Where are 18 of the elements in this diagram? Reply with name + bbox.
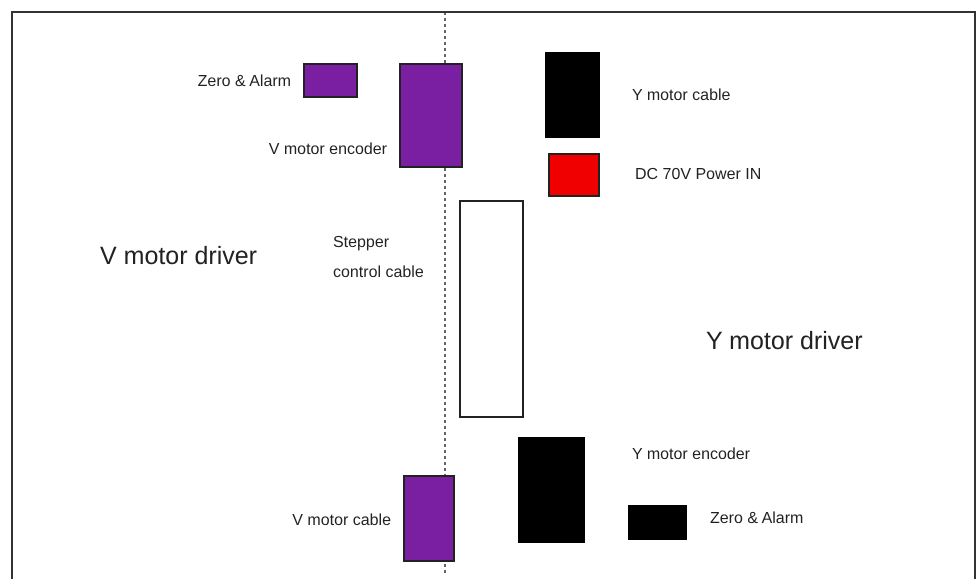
connector-label: Zero & Alarm [710,509,804,529]
driver-section-label: Y motor driver [706,327,863,356]
connector-block [518,437,585,543]
connector-label: V motor cable [292,511,391,531]
connector-label: Zero & Alarm [198,72,291,92]
connector-label: Stepper control cable [333,233,425,283]
connector-label: Y motor cable [632,86,730,106]
connector-block [545,52,600,138]
connector-label: DC 70V Power IN [635,165,762,185]
connector-block [303,63,358,98]
driver-section-label: V motor driver [100,242,257,271]
connector-block [548,153,600,197]
connector-block [628,505,687,540]
connector-label: V motor encoder [268,140,387,160]
connector-label: Y motor encoder [632,445,750,465]
connector-block [399,63,463,168]
connector-block [403,475,455,562]
connector-block [459,200,524,418]
